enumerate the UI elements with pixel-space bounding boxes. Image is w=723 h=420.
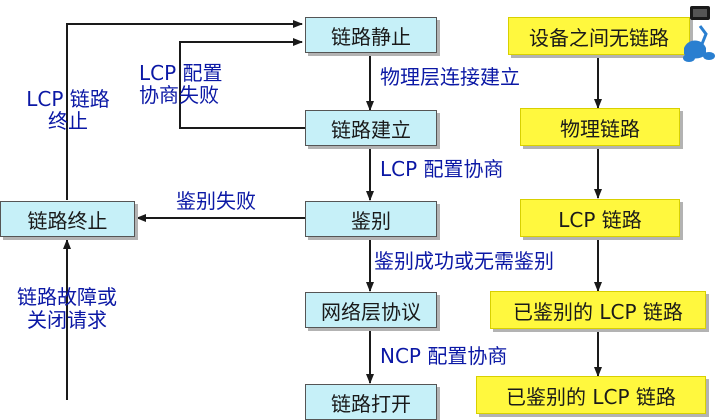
fault-label-line1: 链路故障或 bbox=[5, 286, 129, 308]
lcp-terminate-label-line2: 终止 bbox=[16, 110, 120, 132]
lcp-link-box: LCP 链路 bbox=[520, 199, 680, 237]
link-dead-box: 链路静止 bbox=[305, 17, 437, 53]
lcp-negotiate-fail-label-line2: 协商失败 bbox=[139, 84, 219, 106]
physical-link-box: 物理链路 bbox=[520, 108, 680, 146]
network-layer-protocol-box: 网络层协议 bbox=[305, 292, 437, 328]
physical-connect-label: 物理层连接建立 bbox=[380, 66, 520, 88]
link-open-box: 链路打开 bbox=[305, 384, 437, 420]
authenticated-lcp-link-box-2: 已鉴别的 LCP 链路 bbox=[476, 376, 706, 414]
auth-fail-label: 鉴别失败 bbox=[176, 190, 256, 212]
speaker-note-icon bbox=[676, 4, 720, 66]
fault-label-line2: 关闭请求 bbox=[5, 309, 129, 331]
no-link-box: 设备之间无链路 bbox=[508, 17, 690, 55]
auth-success-label: 鉴别成功或无需鉴别 bbox=[374, 250, 554, 272]
ncp-negotiate-label: NCP 配置协商 bbox=[380, 345, 507, 367]
lcp-negotiate-label: LCP 配置协商 bbox=[380, 158, 504, 180]
authenticate-box: 鉴别 bbox=[305, 201, 437, 237]
link-establish-box: 链路建立 bbox=[305, 110, 437, 146]
authenticated-lcp-link-box: 已鉴别的 LCP 链路 bbox=[490, 291, 706, 329]
lcp-negotiate-fail-label-line1: LCP 配置 bbox=[139, 62, 223, 84]
lcp-terminate-label-line1: LCP 链路 bbox=[16, 88, 120, 110]
link-terminate-box: 链路终止 bbox=[0, 201, 135, 237]
